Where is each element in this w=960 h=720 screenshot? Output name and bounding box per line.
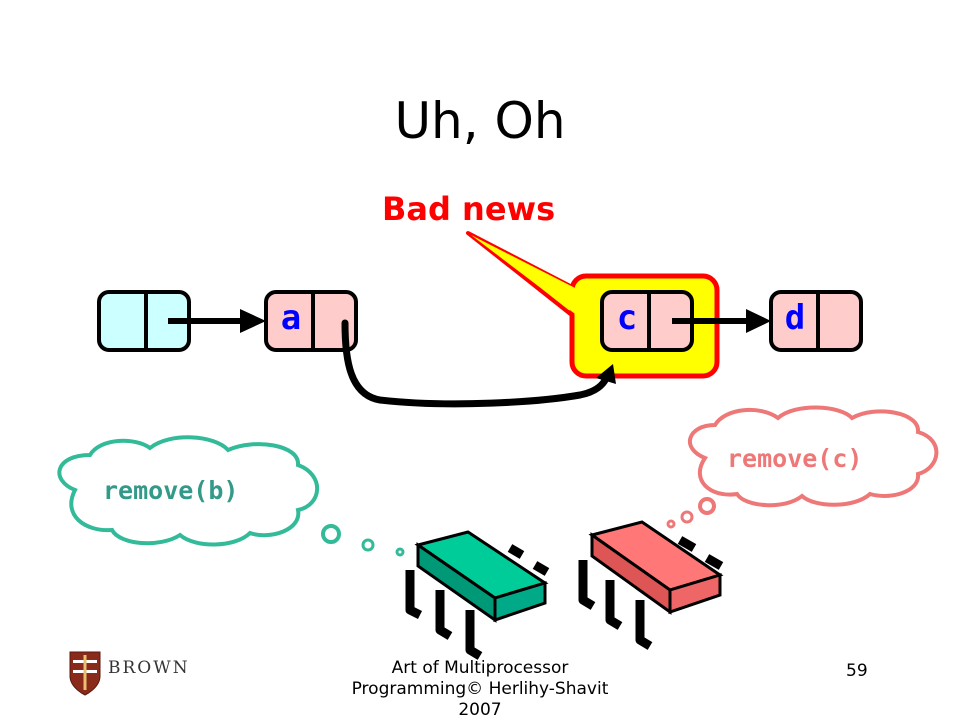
processor-b-icon xyxy=(405,530,550,660)
node-label-d: d xyxy=(784,298,806,338)
pointer-a-to-c xyxy=(341,319,616,408)
footer-credit: Art of Multiprocessor Programming© Herli… xyxy=(351,658,609,720)
pointer-head-to-a xyxy=(168,309,266,333)
pointer-c-to-d xyxy=(672,309,771,333)
brown-shield-logo xyxy=(69,651,101,696)
list-node-a xyxy=(264,290,358,352)
thought-cloud-c xyxy=(666,405,939,529)
thought-remove-b: remove(b) xyxy=(103,476,239,505)
processor-c-icon xyxy=(578,520,724,650)
thought-remove-c: remove(c) xyxy=(727,444,863,473)
bad-news-label: Bad news xyxy=(382,190,556,228)
list-node-d xyxy=(769,290,863,352)
node-label-a: a xyxy=(280,298,302,338)
brown-logo-text: BROWN xyxy=(108,658,190,678)
thought-cloud-b xyxy=(57,435,405,557)
page-number: 59 xyxy=(846,661,868,681)
list-node-head xyxy=(97,290,191,352)
slide-title: Uh, Oh xyxy=(394,92,566,150)
node-label-c: c xyxy=(616,298,638,338)
